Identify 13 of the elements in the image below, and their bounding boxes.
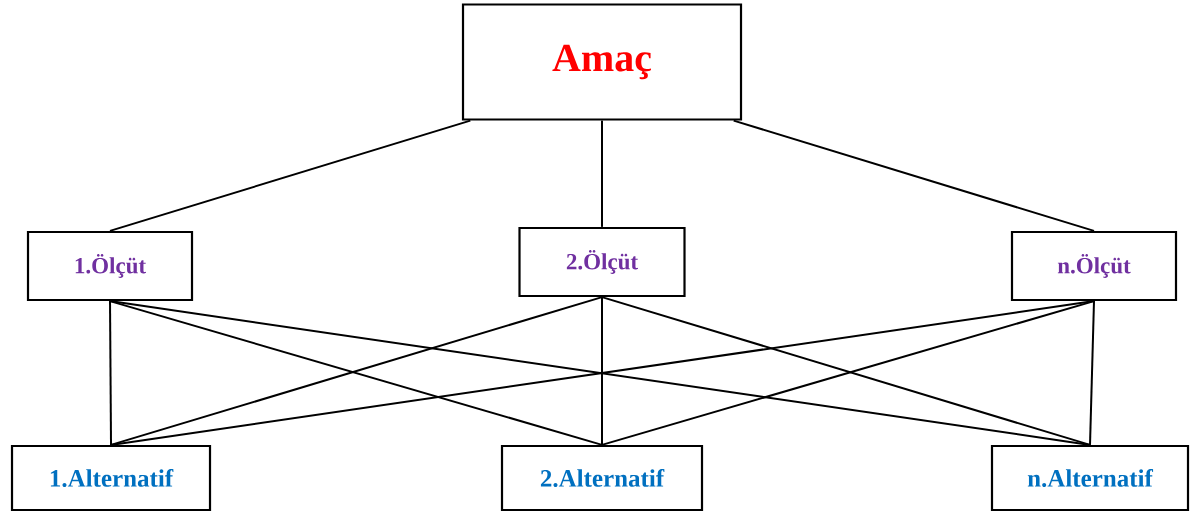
connector-line: [109, 300, 112, 446]
alternative-box: n.Alternatif: [990, 444, 1190, 512]
alternative-box: 2.Alternatif: [500, 444, 704, 512]
criterion-box: n.Ölçüt: [1010, 230, 1178, 302]
goal-box: Amaç: [461, 3, 743, 121]
connector-line: [109, 119, 472, 232]
connector-line: [601, 296, 603, 446]
criterion-box: 1.Ölçüt: [26, 230, 194, 302]
alternative-box: 1.Alternatif: [10, 444, 212, 512]
connector-line: [1089, 300, 1095, 446]
connector-line: [601, 119, 603, 228]
connector-line: [732, 119, 1095, 232]
criterion-box: 2.Ölçüt: [518, 226, 686, 298]
